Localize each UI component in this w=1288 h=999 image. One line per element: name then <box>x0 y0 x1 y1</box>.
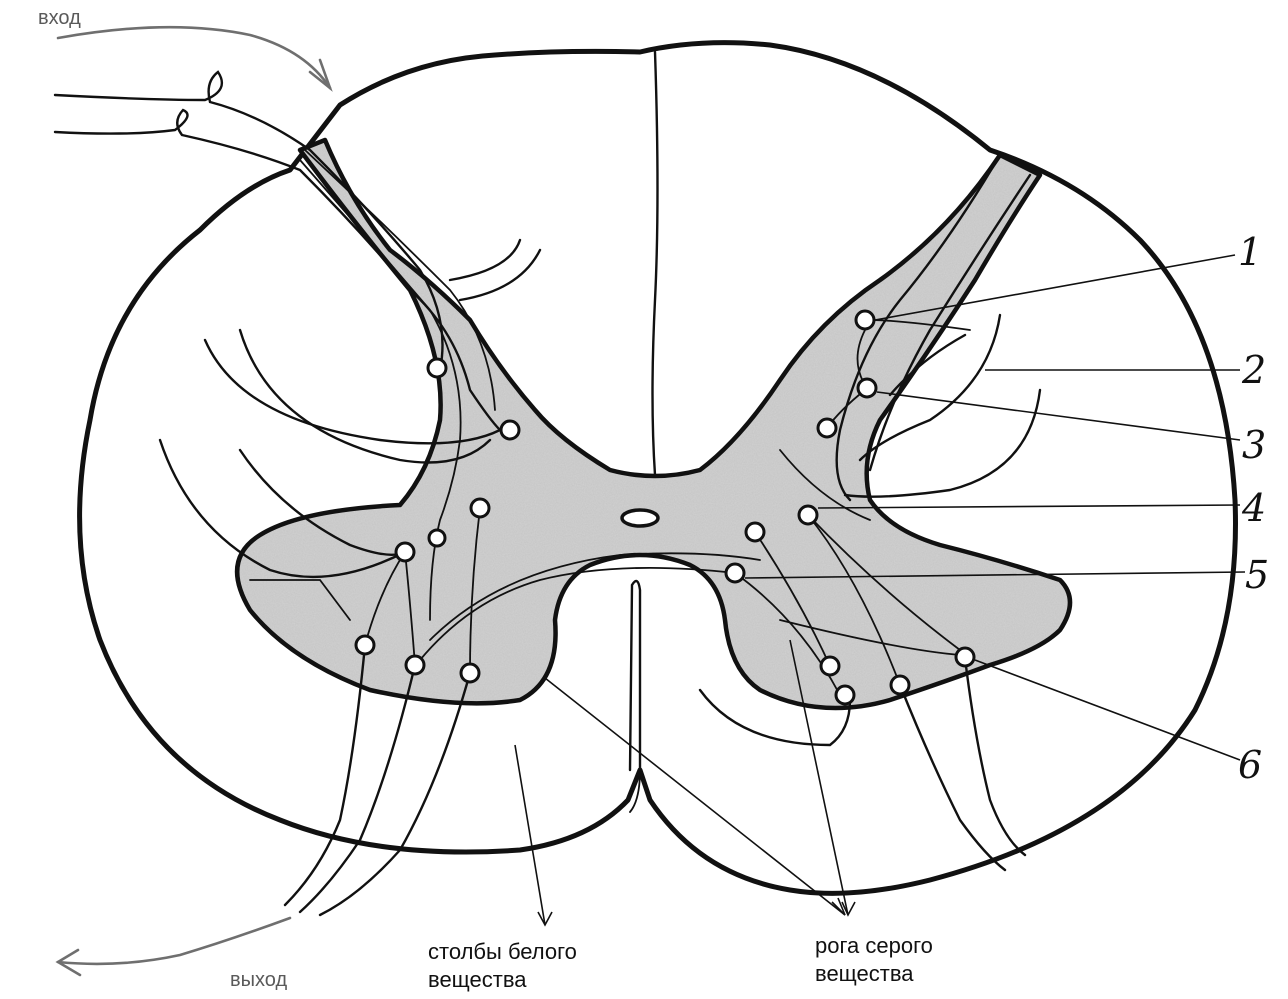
number-1: 1 <box>1238 232 1262 272</box>
neuron-r5 <box>726 564 744 582</box>
number-2: 2 <box>1242 350 1266 390</box>
neuron-r3 <box>858 379 876 397</box>
neuron-r9 <box>891 676 909 694</box>
input-arrow <box>58 27 330 88</box>
label-white-columns-2: вещества <box>428 966 527 994</box>
central-canal <box>622 510 658 526</box>
neuron-r6 <box>956 648 974 666</box>
neuron-l3 <box>471 499 489 517</box>
neuron-r-mid <box>818 419 836 437</box>
neuron-l4 <box>429 530 445 546</box>
label-white-columns-1: столбы белого <box>428 938 577 966</box>
neuron-r7 <box>821 657 839 675</box>
output-arrow <box>58 918 290 964</box>
neuron-l8 <box>461 664 479 682</box>
neuron-l2 <box>501 421 519 439</box>
neuron-l6 <box>356 636 374 654</box>
neuron-l5 <box>396 543 414 561</box>
number-3: 3 <box>1242 425 1266 465</box>
number-6: 6 <box>1238 745 1262 785</box>
label-gray-horns-1: рога серого <box>815 932 933 960</box>
label-output: выход <box>230 966 287 994</box>
neuron-r-inner <box>746 523 764 541</box>
number-4: 4 <box>1242 488 1266 528</box>
neuron-r1 <box>856 311 874 329</box>
number-5: 5 <box>1245 555 1269 595</box>
label-input: вход <box>38 4 81 32</box>
neuron-l7 <box>406 656 424 674</box>
neuron-l1 <box>428 359 446 377</box>
neuron-r8 <box>836 686 854 704</box>
label-gray-horns-2: вещества <box>815 960 914 988</box>
neuron-r4 <box>799 506 817 524</box>
